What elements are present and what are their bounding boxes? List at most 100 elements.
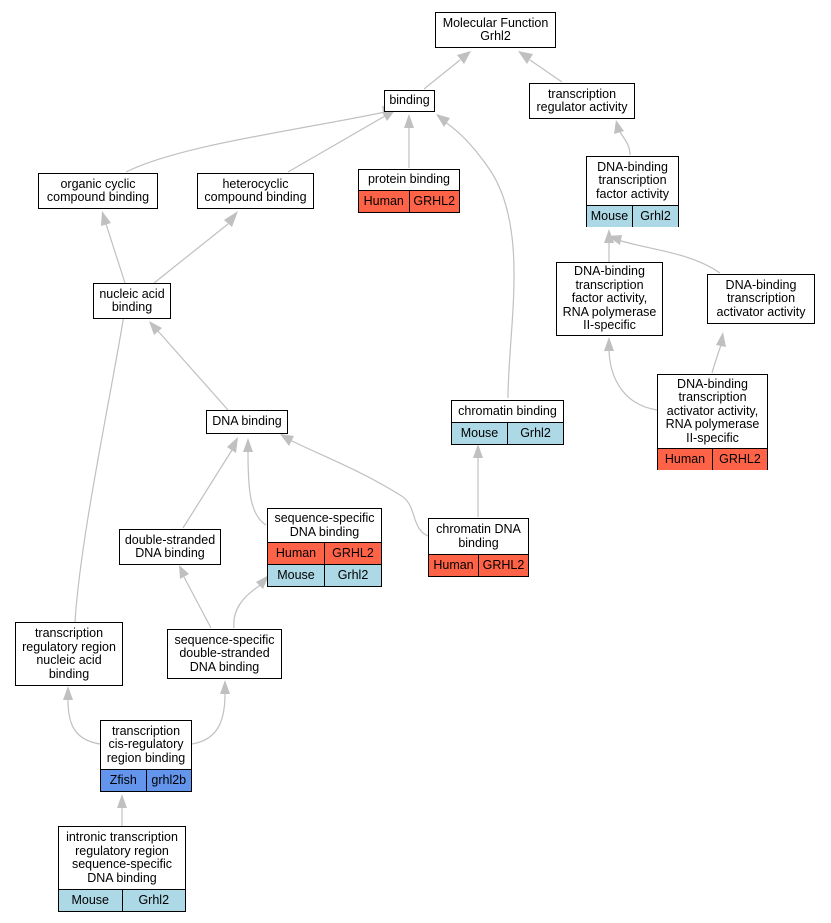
- species-row-mouse: Mouse Grhl2: [268, 564, 381, 586]
- arrowhead-cdb-dnab: [280, 434, 294, 446]
- node-transcription-cis-regulatory-region-binding[interactable]: transcription cis-regulatory region bind…: [100, 720, 192, 792]
- arrowhead-binding-mf: [457, 51, 471, 64]
- species-gene: Grhl2: [507, 423, 563, 444]
- edge-binding-mf: [423, 59, 461, 90]
- arrowhead-itrr-tcrrb: [117, 794, 127, 808]
- node-label: DNA-binding transcription factor activit…: [562, 264, 657, 333]
- arrowhead-pb-binding: [404, 114, 414, 128]
- node-dna-binding-transcription-activator-activity[interactable]: DNA-binding transcription activator acti…: [707, 274, 815, 324]
- arrowhead-nab-hcb: [224, 211, 238, 227]
- edge-cdb-dnab: [289, 439, 429, 537]
- node-double-stranded-dna-binding[interactable]: double-stranded DNA binding: [119, 529, 221, 565]
- arrowhead-dbtaa2-dbtfa2: [604, 337, 614, 351]
- species-organism: Mouse: [460, 425, 499, 440]
- node-label: sequence-specific double-stranded DNA bi…: [174, 632, 275, 674]
- edge-tcrrb-ssdsdb: [191, 693, 226, 745]
- species-row-human: Human GRHL2: [658, 448, 767, 470]
- arrowhead-dbtaa2-dbtaa: [716, 332, 726, 347]
- edge-nab-ocb: [105, 223, 126, 284]
- species-row-mouse: Mouse Grhl2: [452, 422, 563, 444]
- node-sequence-specific-dna-binding[interactable]: sequence-specific DNA binding Human GRHL…: [267, 508, 382, 587]
- arrowhead-tcrrb-trrnab: [63, 686, 73, 700]
- node-label: DNA binding: [212, 414, 282, 429]
- node-label: intronic transcription regulatory region…: [66, 830, 178, 885]
- arrowhead-dbtfa-tra: [614, 120, 624, 134]
- edge-trrnab-nab: [74, 314, 125, 623]
- species-row-mouse: Mouse Grhl2: [59, 889, 185, 911]
- species-organism: Mouse: [590, 208, 629, 223]
- node-heterocyclic-compound-binding[interactable]: heterocyclic compound binding: [197, 173, 314, 209]
- node-label: double-stranded DNA binding: [124, 532, 216, 560]
- species-gene: Grhl2: [324, 565, 381, 586]
- arrowhead-ssdsdb-ssdb: [256, 575, 269, 589]
- node-dna-binding-transcription-activator-activity-rnap2[interactable]: DNA-binding transcription activator acti…: [657, 374, 768, 470]
- node-label: DNA-binding transcription factor activit…: [596, 159, 669, 201]
- edge-dnab-nab: [157, 330, 229, 411]
- edge-ssdb-dnab: [247, 451, 267, 526]
- node-label: sequence-specific DNA binding: [274, 511, 375, 539]
- species-gene: Grhl2: [121, 890, 186, 911]
- arrowhead-dsdb-dnab: [227, 437, 238, 453]
- node-dna-binding[interactable]: DNA binding: [206, 410, 288, 434]
- edge-dbtaa2-dbtfa2: [608, 349, 658, 411]
- node-protein-binding[interactable]: protein binding Human GRHL2: [358, 169, 460, 213]
- node-label: protein binding: [367, 172, 450, 187]
- species-row-zfish: Zfish grhl2b: [101, 769, 191, 791]
- node-label: heterocyclic compound binding: [204, 176, 307, 204]
- node-label: transcription regulatory region nucleic …: [22, 626, 116, 681]
- arrowhead-ssdb-dnab: [243, 438, 253, 452]
- species-organism: Zfish: [109, 772, 137, 787]
- edge-dbtfa-tra: [619, 131, 631, 156]
- edge-hcb-binding: [287, 115, 386, 173]
- species-organism: Mouse: [277, 567, 315, 582]
- arrowhead-cdb-chb: [473, 444, 483, 458]
- species-organism: Human: [275, 545, 317, 560]
- species-row-human: Human GRHL2: [268, 542, 381, 564]
- node-label: DNA-binding transcription activator acti…: [665, 376, 760, 445]
- arrowhead-tcrrb-ssdsdb: [220, 680, 230, 694]
- species-row-human: Human GRHL2: [359, 190, 459, 212]
- arrowhead-dnab-nab: [149, 321, 162, 335]
- node-label: DNA-binding transcription activator acti…: [716, 277, 806, 319]
- node-molecular-function[interactable]: Molecular Function Grhl2: [435, 12, 556, 48]
- arrowhead-tra-mf: [518, 51, 533, 64]
- species-gene: GRHL2: [324, 543, 381, 564]
- edge-dbtaa2-dbtaa: [711, 344, 722, 374]
- node-transcription-regulatory-region-nucleic-acid-binding[interactable]: transcription regulatory region nucleic …: [15, 622, 123, 686]
- edge-tra-mf: [529, 59, 563, 83]
- species-row-mouse: Mouse Grhl2: [587, 205, 678, 227]
- node-nucleic-acid-binding[interactable]: nucleic acid binding: [93, 283, 171, 319]
- node-label: chromatin DNA binding: [436, 522, 521, 550]
- species-gene: Grhl2: [632, 206, 678, 227]
- node-chromatin-binding[interactable]: chromatin binding Mouse Grhl2: [451, 400, 564, 445]
- node-dna-binding-transcription-factor-activity-rnap2[interactable]: DNA-binding transcription factor activit…: [556, 262, 663, 336]
- node-label: organic cyclic compound binding: [46, 176, 150, 204]
- node-dna-binding-transcription-factor-activity[interactable]: DNA-binding transcription factor activit…: [586, 156, 679, 227]
- edge-ocb-binding: [125, 111, 386, 173]
- node-label: binding: [389, 93, 430, 108]
- node-label: nucleic acid binding: [99, 286, 165, 314]
- species-gene: GRHL2: [408, 191, 460, 212]
- species-gene: GRHL2: [478, 555, 528, 576]
- node-label: transcription cis-regulatory region bind…: [106, 723, 186, 765]
- node-binding[interactable]: binding: [384, 90, 435, 112]
- node-chromatin-dna-binding[interactable]: chromatin DNA binding Human GRHL2: [428, 518, 529, 577]
- species-gene: GRHL2: [712, 449, 767, 470]
- arrowhead-hcb-binding: [382, 109, 396, 121]
- edge-ssdsdb-dsdb: [183, 576, 212, 629]
- species-organism: Human: [363, 193, 404, 208]
- node-label: transcription regulator activity: [536, 86, 628, 114]
- species-organism: Mouse: [71, 892, 110, 907]
- node-sequence-specific-double-stranded-dna-binding[interactable]: sequence-specific double-stranded DNA bi…: [167, 629, 282, 679]
- edge-dbtaa-dbtfa: [617, 239, 721, 274]
- arrowhead-nab-ocb: [101, 211, 111, 226]
- species-gene: grhl2b: [145, 770, 192, 791]
- edge-dsdb-dnab: [182, 449, 233, 529]
- node-intronic-transcription-regulatory-region-binding[interactable]: intronic transcription regulatory region…: [58, 826, 186, 912]
- species-organism: Human: [433, 557, 474, 572]
- arrowhead-chb-binding: [436, 114, 450, 127]
- species-row-human: Human GRHL2: [429, 554, 528, 576]
- node-transcription-regulator-activity[interactable]: transcription regulator activity: [529, 83, 635, 119]
- edge-chb-binding: [444, 121, 515, 399]
- node-organic-cyclic-compound-binding[interactable]: organic cyclic compound binding: [38, 173, 158, 209]
